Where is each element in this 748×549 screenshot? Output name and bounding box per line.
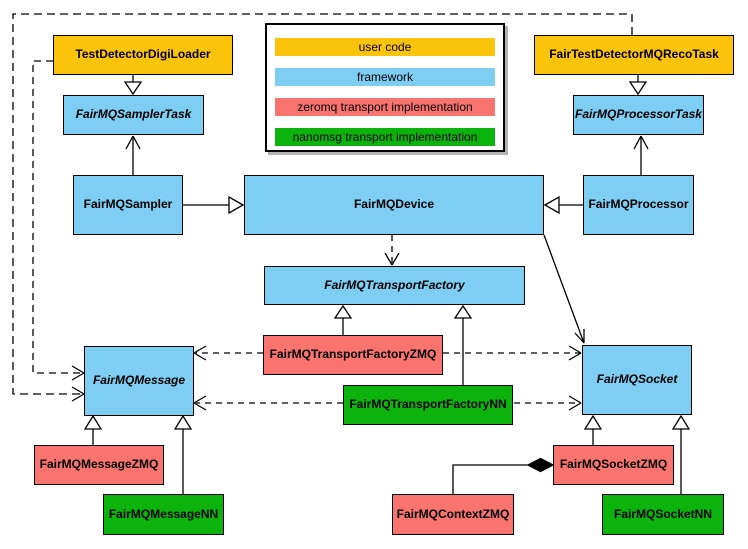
node-label: FairMQSampler xyxy=(83,197,173,212)
legend-label: framework xyxy=(356,70,413,84)
node-fairmq-transport-factory-zmq: FairMQTransportFactoryZMQ xyxy=(263,335,443,375)
node-label: FairMQTransportFactoryNN xyxy=(349,397,507,412)
legend-label: user code xyxy=(358,40,412,54)
node-fair-test-detector-mq-reco-task: FairTestDetectorMQRecoTask xyxy=(534,35,734,75)
edge-sampler-device xyxy=(183,195,245,215)
edge-tfnn-message xyxy=(193,395,343,411)
node-label: FairMQDevice xyxy=(353,197,435,212)
node-label: FairMQSamplerTask xyxy=(75,107,192,122)
node-label: FairMQSocket xyxy=(596,372,678,387)
edge-socketzmq-socket xyxy=(583,414,603,445)
node-label: FairMQTransportFactoryZMQ xyxy=(269,347,437,362)
edge-tfnn-transportfactory xyxy=(453,304,473,385)
node-fairmq-processor-task: FairMQProcessorTask xyxy=(573,95,704,135)
node-fairmq-transport-factory-nn: FairMQTransportFactoryNN xyxy=(343,385,513,425)
edge-digiloader-samplertask xyxy=(123,75,143,96)
legend-item-nanomsg: nanomsg transport implementation xyxy=(275,128,495,146)
node-fairmq-sampler-task: FairMQSamplerTask xyxy=(63,95,204,135)
node-label: FairMQContextZMQ xyxy=(396,506,510,521)
node-label: FairMQMessageNN xyxy=(108,506,219,521)
node-fairmq-context-zmq: FairMQContextZMQ xyxy=(392,494,514,535)
node-fairmq-device: FairMQDevice xyxy=(244,175,544,235)
edge-device-socket xyxy=(543,234,585,344)
edge-device-transportfactory xyxy=(384,235,400,266)
node-label: FairMQProcessorTask xyxy=(575,107,702,122)
edge-socketnn-socket xyxy=(671,414,691,494)
edge-tfzmq-transportfactory xyxy=(333,304,353,335)
node-label: FairMQSocketZMQ xyxy=(559,457,668,472)
legend: user code framework zeromq transport imp… xyxy=(265,23,505,152)
node-fairmq-message-nn: FairMQMessageNN xyxy=(103,494,224,535)
node-fairmq-message-zmq: FairMQMessageZMQ xyxy=(34,445,164,485)
legend-item-user-code: user code xyxy=(275,38,495,56)
edge-processor-processortask xyxy=(633,135,649,175)
edge-recotask-processortask xyxy=(628,75,648,96)
edge-recotask-message xyxy=(12,13,633,402)
edge-tfnn-socket xyxy=(514,395,582,411)
edge-tfzmq-message xyxy=(193,345,263,361)
node-label: FairMQMessageZMQ xyxy=(39,457,159,472)
node-fairmq-message: FairMQMessage xyxy=(84,346,194,416)
edge-tfzmq-socket xyxy=(443,345,582,361)
node-label: FairMQTransportFactory xyxy=(324,277,465,292)
edge-messagezmq-message xyxy=(83,414,103,445)
legend-label: zeromq transport implementation xyxy=(297,100,473,114)
edge-messagenn-message xyxy=(173,414,193,494)
node-fairmq-socket: FairMQSocket xyxy=(582,345,692,415)
node-fairmq-socket-nn: FairMQSocketNN xyxy=(602,494,724,535)
edge-processor-device xyxy=(543,195,583,215)
node-label: FairMQMessage xyxy=(92,373,186,388)
node-fairmq-socket-zmq: FairMQSocketZMQ xyxy=(553,445,674,485)
node-label: FairTestDetectorMQRecoTask xyxy=(549,47,719,62)
edge-sampler-samplertask xyxy=(125,135,141,175)
legend-item-zeromq: zeromq transport implementation xyxy=(275,98,495,116)
node-label: FairMQSocketNN xyxy=(613,506,713,521)
node-fairmq-sampler: FairMQSampler xyxy=(73,175,183,235)
node-label: TestDetectorDigiLoader xyxy=(75,47,211,62)
node-fairmq-transport-factory: FairMQTransportFactory xyxy=(264,266,525,305)
edge-contextzmq-socketzmq xyxy=(452,457,555,494)
edge-digiloader-message xyxy=(32,60,85,381)
legend-item-framework: framework xyxy=(275,68,495,86)
legend-label: nanomsg transport implementation xyxy=(292,130,478,144)
node-test-detector-digi-loader: TestDetectorDigiLoader xyxy=(53,35,233,75)
node-fairmq-processor: FairMQProcessor xyxy=(583,175,694,235)
node-label: FairMQProcessor xyxy=(588,197,689,212)
